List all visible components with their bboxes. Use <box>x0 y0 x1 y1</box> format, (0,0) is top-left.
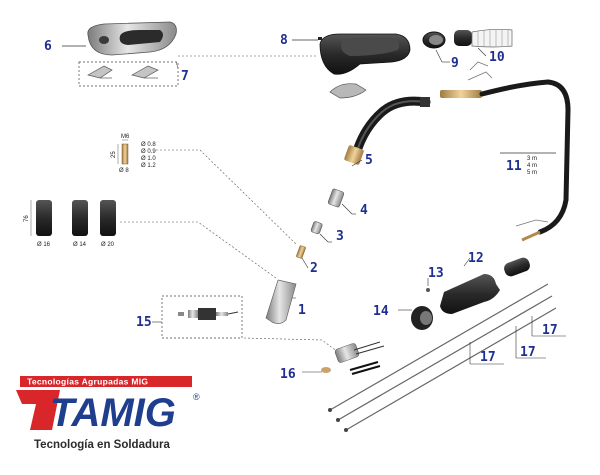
tip-diameter-09: Ø 0.9 <box>141 149 156 155</box>
callout-8: 8 <box>280 33 288 48</box>
part-group-box <box>78 61 179 87</box>
part-swan-neck <box>344 96 431 165</box>
part-ring <box>422 31 446 49</box>
tip-diameter-08: Ø 0.8 <box>141 142 156 148</box>
part-rear-sleeve <box>440 257 530 314</box>
tip-diameter-12: Ø 1.2 <box>141 163 156 169</box>
callout-11: 11 <box>506 159 522 174</box>
part-spring-sleeve <box>454 28 513 48</box>
cable-length-3m: 3 m <box>527 156 537 162</box>
part-gun-connector <box>321 341 385 375</box>
logo-registered-mark: ® <box>193 392 200 402</box>
callout-17-b: 17 <box>520 345 536 360</box>
callout-4: 4 <box>360 203 368 218</box>
logo-tagline: Tecnologías Agrupadas MIG <box>27 377 148 387</box>
part-handle-shell <box>87 21 177 56</box>
tip-base-label: Ø 8 <box>119 168 129 174</box>
part-cable <box>440 61 571 242</box>
part-insulator <box>310 221 323 235</box>
logo-subtitle: Tecnología en Soldadura <box>34 439 170 451</box>
callout-17-a: 17 <box>480 350 496 365</box>
tip-thread-label: M6 <box>121 134 130 140</box>
part-screw <box>426 288 430 292</box>
callout-1: 1 <box>298 303 306 318</box>
callout-5: 5 <box>365 153 373 168</box>
logo-t-swoosh <box>16 390 60 430</box>
callout-10: 10 <box>489 50 505 65</box>
leader-line-dashed <box>243 337 339 353</box>
part-nozzle <box>265 279 297 324</box>
logo-tagline-bar <box>20 376 192 387</box>
part-group-box <box>161 295 243 339</box>
callout-14: 14 <box>373 304 389 319</box>
callout-12: 12 <box>468 251 484 266</box>
part-grip-handle <box>318 33 411 99</box>
nozzle-diameter-20: Ø 20 <box>101 242 115 248</box>
callout-2: 2 <box>310 261 318 276</box>
part-liners <box>328 283 557 432</box>
nozzle-diameter-14: Ø 14 <box>73 242 87 248</box>
callout-13: 13 <box>428 266 444 281</box>
tip-length-label: 25 <box>111 151 117 158</box>
callout-9: 9 <box>451 56 459 71</box>
leader-line-dashed <box>156 149 297 245</box>
callout-15: 15 <box>136 315 152 330</box>
tip-diameter-10: Ø 1.0 <box>141 156 156 162</box>
callout-7: 7 <box>181 69 189 84</box>
cable-length-4m: 4 m <box>527 163 537 169</box>
nozzle-diameter-16: Ø 16 <box>37 242 51 248</box>
part-switch-assembly <box>178 308 239 320</box>
tamig-logo: Tecnologías Agrupadas MIG TAMIG ® Tecnol… <box>16 376 200 451</box>
cable-length-5m: 5 m <box>527 170 537 176</box>
part-contact-tip <box>296 245 306 259</box>
callout-16: 16 <box>280 367 296 382</box>
nozzle-height-label: 76 <box>24 215 30 222</box>
leader-line-dashed <box>120 221 277 279</box>
callout-17-c: 17 <box>542 323 558 338</box>
logo-wordmark: TAMIG <box>50 391 176 435</box>
nozzle-spec-drawing <box>30 200 116 236</box>
part-trigger-springs <box>87 65 159 79</box>
callout-6: 6 <box>44 39 52 54</box>
tip-spec-drawing <box>117 139 129 165</box>
part-rear-adaptor <box>411 306 433 330</box>
callout-3: 3 <box>336 229 344 244</box>
part-diffuser <box>327 188 345 208</box>
